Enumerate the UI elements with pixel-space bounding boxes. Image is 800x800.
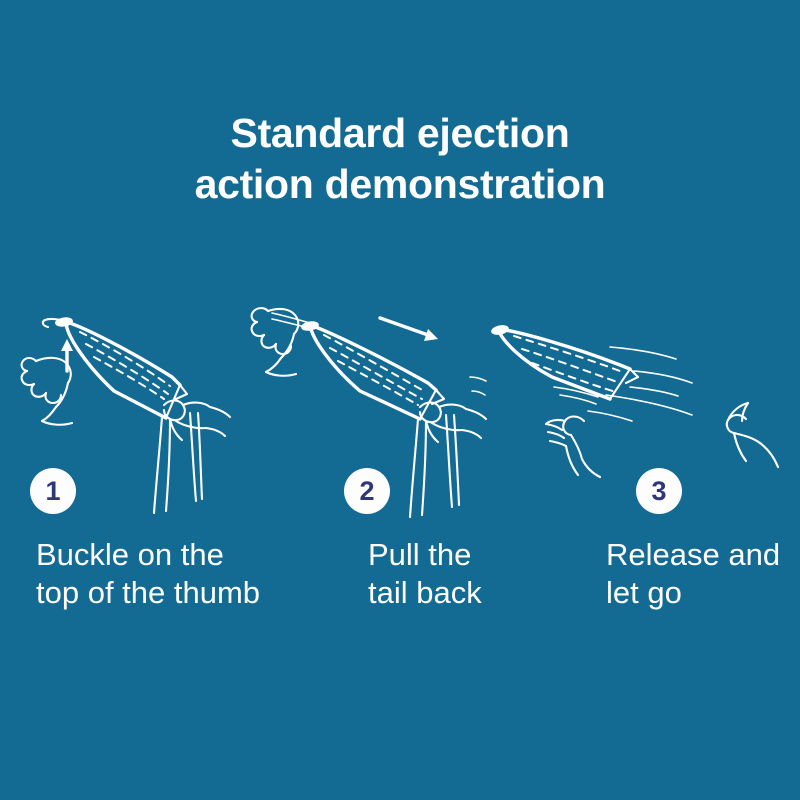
step-2-caption: Pull the tail back	[368, 537, 482, 610]
step-2-number-badge: 2	[344, 468, 390, 514]
step-3: 3 Release and let go	[606, 468, 800, 612]
page-title-line-2: action demonstration	[194, 161, 606, 207]
hand-hooking-launcher-on-thumb-icon	[20, 317, 232, 515]
step-1-caption: Buckle on the top of the thumb	[36, 537, 261, 610]
step-3-number-badge: 3	[636, 468, 682, 514]
illustration-step-1	[4, 295, 254, 515]
illustration-row	[0, 295, 800, 519]
illustration-step-2	[232, 295, 488, 519]
illustration-step-3	[469, 295, 800, 479]
hand-pulling-tail-back-icon	[250, 307, 488, 519]
page-title: Standard ejection action demonstration	[0, 108, 800, 210]
launcher-flying-away-hands-open-icon	[469, 325, 780, 479]
step-1: 1 Buckle on the top of the thumb	[30, 468, 330, 612]
step-2: 2 Pull the tail back	[324, 468, 584, 612]
page-title-line-1: Standard ejection	[230, 110, 570, 156]
step-3-caption: Release and let go	[606, 537, 781, 610]
step-1-number-badge: 1	[30, 468, 76, 514]
step-list: 1 Buckle on the top of the thumb 2 Pull …	[0, 468, 800, 638]
